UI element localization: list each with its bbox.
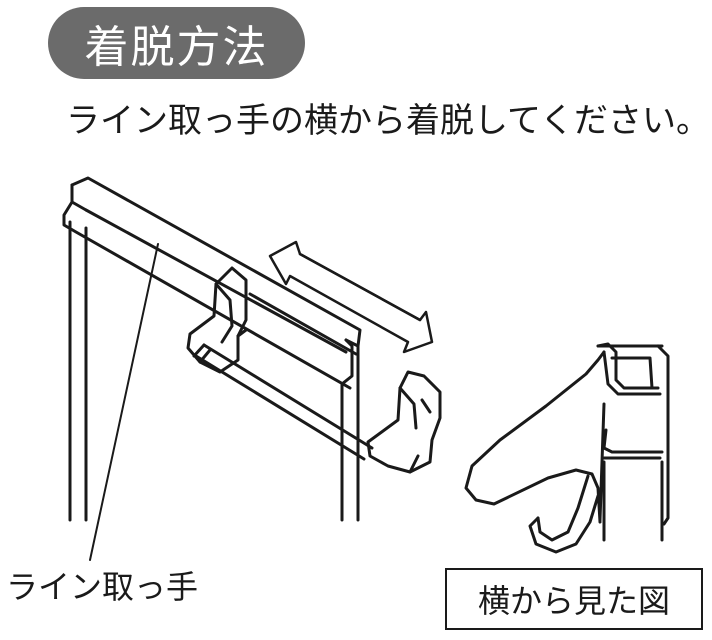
section-title: 着脱方法	[84, 22, 269, 73]
side-view-caption-box: 横から見た図	[445, 568, 703, 630]
side-view-illustration	[464, 342, 670, 554]
section-title-badge: 着脱方法	[48, 7, 305, 79]
line-handle-label: ライン取っ手	[6, 568, 199, 606]
line-handle	[186, 266, 442, 474]
line-handle-leader-line	[89, 243, 159, 561]
instruction-text: ライン取っ手の横から着脱してください。	[66, 101, 710, 141]
cabinet-door-panel	[62, 176, 362, 522]
side-view-caption: 横から見た図	[477, 582, 670, 620]
slide-direction-arrow	[268, 240, 434, 354]
